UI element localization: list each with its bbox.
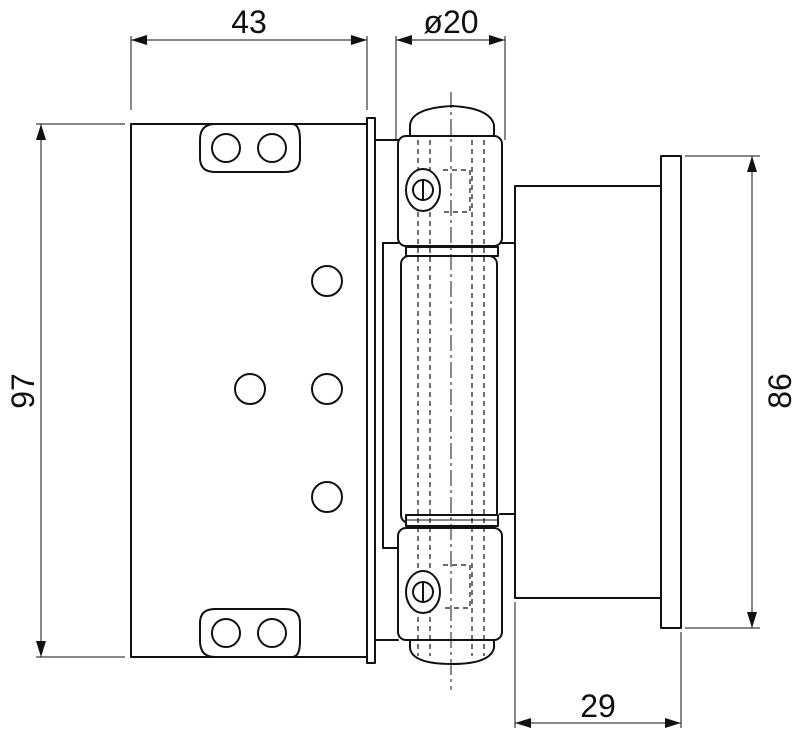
dimension-bottom-offset: 29 [514, 602, 682, 728]
leaf-screw-holes [234, 265, 343, 513]
bottom-slot-hole [257, 618, 287, 648]
top-cap [409, 105, 495, 137]
top-slot-hole [257, 133, 287, 163]
dimension-label-right-height: 86 [762, 373, 798, 409]
dimension-top-width: 43 [130, 4, 368, 110]
screw-hole [311, 265, 343, 297]
dimension-label-pin-diameter: ø20 [423, 4, 478, 40]
dimension-left-height: 97 [5, 123, 125, 658]
top-slot [199, 123, 301, 173]
dimension-label-bottom-offset: 29 [580, 688, 616, 724]
bottom-adjust-screw [405, 570, 441, 614]
right-leaf [382, 155, 682, 629]
bottom-cap [409, 639, 495, 665]
dimension-right-height: 86 [685, 155, 798, 629]
top-slot-hole [211, 133, 241, 163]
dimension-pin-diameter: ø20 [395, 4, 506, 140]
screw-hole [234, 373, 266, 405]
dimension-label-top-width: 43 [231, 4, 267, 40]
bottom-slot-hole [211, 618, 241, 648]
hinge-barrel [397, 92, 503, 690]
screw-hole [311, 481, 343, 513]
top-adjust-screw [405, 168, 441, 212]
bottom-slot [199, 608, 301, 658]
top-washer [405, 246, 499, 257]
middle-knuckle [400, 255, 498, 524]
screw-hole [311, 373, 343, 405]
dimension-label-left-height: 97 [5, 373, 41, 409]
